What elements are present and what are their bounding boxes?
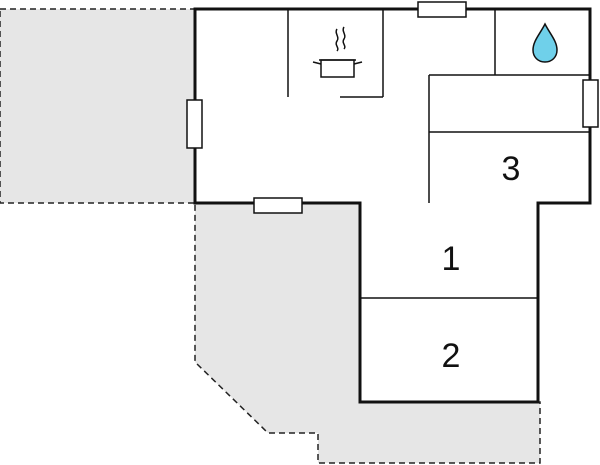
interior-walls — [287, 9, 590, 299]
house-outline — [193, 7, 592, 404]
window-east — [582, 79, 599, 128]
room-label-3: 3 — [502, 150, 521, 188]
terrace-west — [0, 8, 196, 204]
room-label-1: 1 — [442, 240, 461, 278]
window-north — [417, 1, 467, 18]
room-label-2: 2 — [442, 337, 461, 375]
water-drop-icon — [532, 22, 558, 63]
window-south — [253, 197, 303, 214]
window-west — [186, 99, 203, 149]
cooking-pot-icon — [312, 26, 363, 78]
